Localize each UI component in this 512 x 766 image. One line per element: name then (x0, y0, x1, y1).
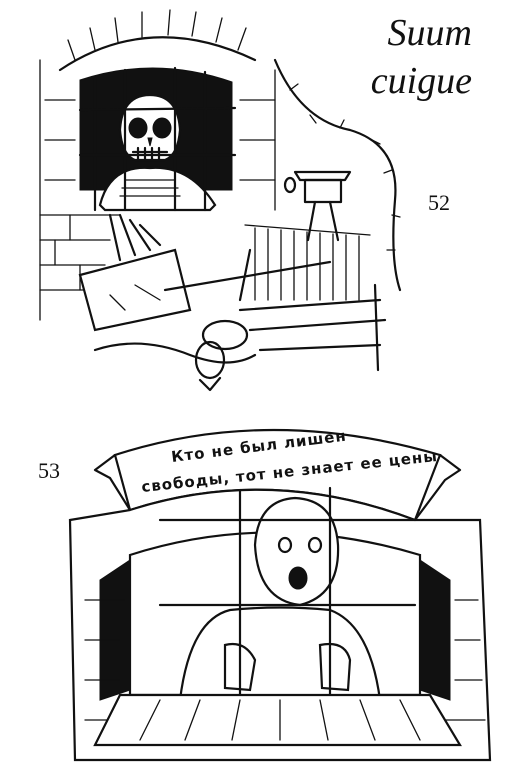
brick-wall (39, 59, 276, 321)
watch-tower (283, 170, 352, 242)
title-line1: Suum (387, 12, 472, 54)
fence (244, 224, 371, 301)
quill (163, 248, 332, 302)
window-arch (58, 9, 257, 72)
window-bars (78, 66, 237, 212)
skeleton-hand (108, 213, 162, 262)
skeleton-torso (98, 166, 217, 212)
prison-bars (158, 486, 417, 702)
paper-sheet (78, 248, 192, 332)
barbed-wire (238, 58, 402, 372)
title-line2: cuigue (370, 60, 472, 102)
skull (118, 93, 182, 162)
shackle-chain (93, 319, 257, 392)
figure-number-52: 52 (428, 190, 450, 215)
prisoner-window-illustration: Кто не был лишен свободы, тот не знает е… (68, 427, 492, 762)
figure-number-53: 53 (38, 458, 60, 483)
